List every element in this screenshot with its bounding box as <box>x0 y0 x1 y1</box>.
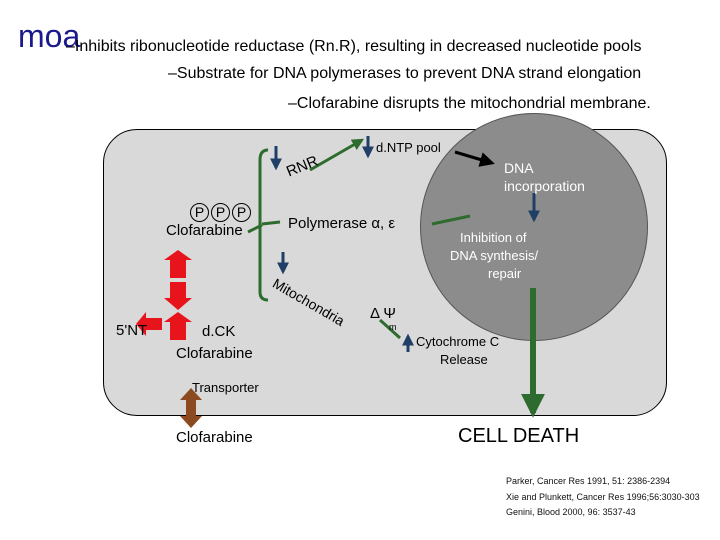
dck-label: d.CK <box>202 323 236 340</box>
polymerase-label: Polymerase α, ε <box>288 215 396 232</box>
rnr-to-dntp-arrow <box>309 138 365 172</box>
red-arrow-up-2 <box>164 312 192 340</box>
reference-2: Xie and Plunkett, Cancer Res 1996;56:303… <box>506 492 700 502</box>
reference-1: Parker, Cancer Res 1991, 51: 2386-2394 <box>506 476 671 486</box>
phosphate-1: P <box>190 203 209 222</box>
mito-to-cyto-arrow <box>378 318 402 340</box>
cytochrome-label-1: Cytochrome C <box>416 334 500 349</box>
transporter-label: Transporter <box>192 380 259 395</box>
phosphate-3: P <box>232 203 251 222</box>
polymerase-left-arrow <box>261 220 281 226</box>
cell-death-label: CELL DEATH <box>458 425 580 447</box>
reference-3: Genini, Blood 2000, 96: 3537-43 <box>506 507 636 517</box>
dna-incorporation-label-1: DNA <box>504 160 534 176</box>
bracket-stem <box>247 223 263 234</box>
psi-subscript: m <box>389 322 397 332</box>
dntp-to-dna-arrow <box>454 150 495 167</box>
inhibition-label-3: repair <box>488 266 522 281</box>
cytochrome-label-2: Release <box>440 352 488 367</box>
inhibition-label-1: Inhibition of <box>460 230 527 245</box>
phosphate-2: P <box>211 203 230 222</box>
red-arrow-up-1 <box>164 250 192 278</box>
red-arrow-down-1 <box>164 282 192 310</box>
transporter-arrow <box>180 388 202 428</box>
inhibition-label-2: DNA synthesis/ <box>450 248 539 263</box>
moa-title: moa <box>18 18 81 54</box>
red-arrow-left-1 <box>136 312 162 336</box>
clofarabine-dck-label: Clofarabine <box>176 345 253 362</box>
delta-psi-label: Δ Ψ <box>370 305 396 322</box>
polymerase-right-arrow <box>431 214 471 226</box>
bullet-rnr: –Inhibits ribonucleotide reductase (Rn.R… <box>66 38 642 55</box>
clofarabine-outside-label: Clofarabine <box>176 429 253 446</box>
dna-incorporation-label-2: incorporation <box>504 178 585 194</box>
dntp-pool-label: d.NTP pool <box>376 140 441 155</box>
five-nt-label: 5'NT <box>116 322 148 339</box>
bullet-polymerase: –Substrate for DNA polymerases to preven… <box>168 65 642 82</box>
bullet-mitochondria: –Clofarabine disrupts the mitochondrial … <box>288 95 651 112</box>
clofarabine-triphosphate-label: Clofarabine <box>166 222 243 239</box>
red-arrows <box>136 250 192 340</box>
